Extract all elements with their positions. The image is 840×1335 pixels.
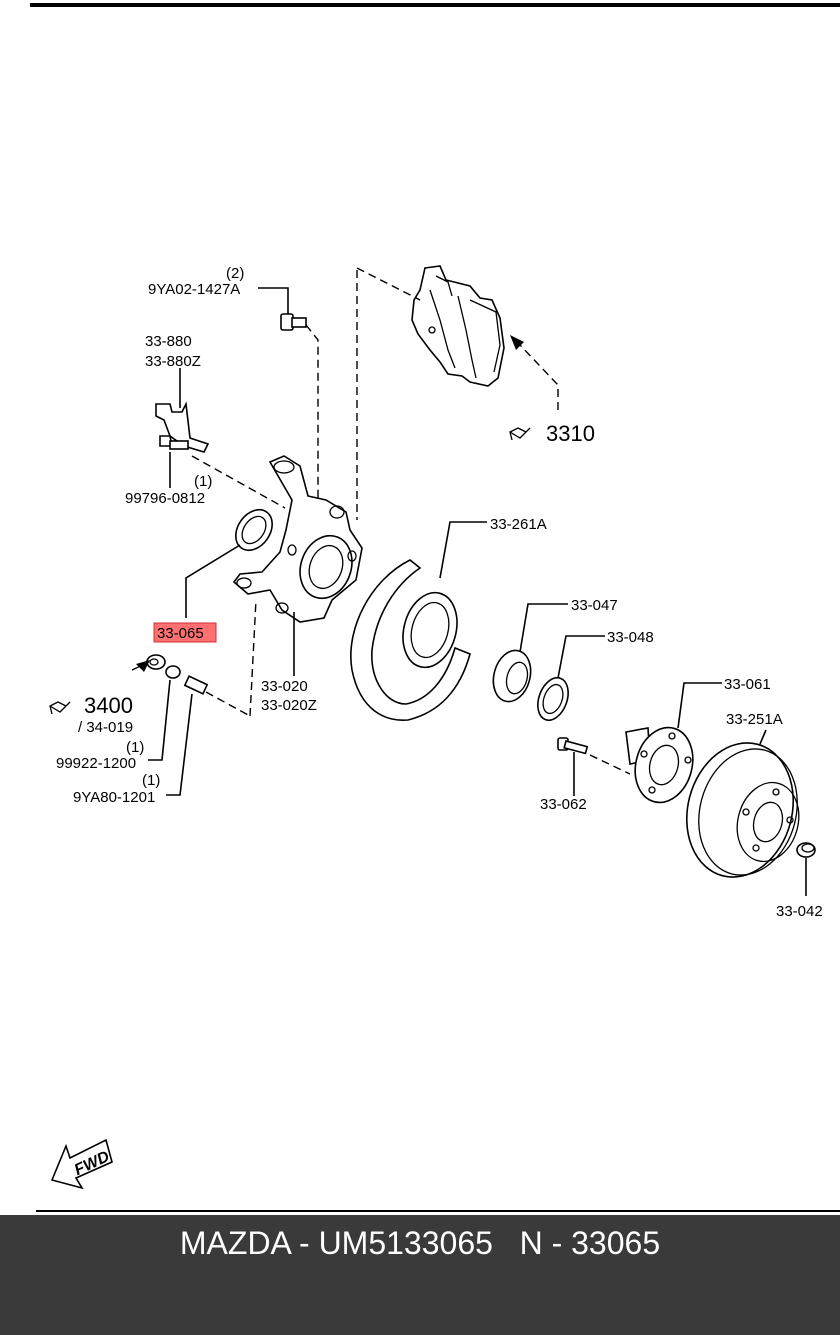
- label-33-251a: 33-251A: [726, 711, 783, 728]
- label-33-047: 33-047: [571, 597, 618, 614]
- bracket-dash-line: [191, 455, 286, 509]
- label-33-261a: 33-261A: [490, 516, 547, 533]
- wheel-bearing: [492, 603, 568, 703]
- label-33-880z: 33-880Z: [145, 353, 201, 370]
- brake-hose-bracket: [155, 368, 210, 488]
- label-3310: 3310: [546, 421, 595, 446]
- label-9ya02: 9YA02-1427A: [148, 281, 240, 298]
- ref-3310: 3310: [509, 421, 595, 446]
- label-9ya80: 9YA80-1201: [73, 789, 155, 806]
- bushing-arrow-icon: [136, 660, 150, 672]
- label-33-042: 33-042: [776, 903, 823, 920]
- label-33-065[interactable]: 33-065: [157, 625, 204, 642]
- parts-diagram: (2) 9YA02-1427A 33-880 33-880Z (1) 99796…: [30, 3, 840, 1212]
- dust-seal-33-065: [185, 508, 273, 618]
- bolt-dash-line: [305, 324, 319, 500]
- wheel-nut: [796, 842, 816, 896]
- stud-9ya80: [166, 675, 209, 796]
- knuckle-dash-line-lower: [249, 599, 257, 717]
- label-99922-qty: (1): [126, 739, 144, 756]
- caliper-arrow-icon: [510, 335, 524, 350]
- hub-bolt-dash-line: [589, 754, 631, 775]
- caption-text: MAZDA - UM5133065 N - 33065: [179, 1225, 661, 1261]
- stud-dash-line: [205, 691, 251, 717]
- nut-99922: [148, 665, 181, 761]
- ref-3400: 3400: [49, 693, 133, 718]
- bearing-seal: [537, 635, 605, 722]
- caliper-dash-line-top: [356, 267, 421, 301]
- wheel-hub: [625, 682, 722, 804]
- pointing-hand-icon: [49, 701, 71, 715]
- label-3400: 3400: [84, 693, 133, 718]
- brake-caliper: [411, 265, 505, 387]
- brake-rotor: [685, 729, 800, 878]
- label-99796-qty: (1): [194, 473, 212, 490]
- caliper-dash-line-right: [519, 344, 559, 410]
- label-99796: 99796-0812: [125, 490, 205, 507]
- dust-shield: [350, 521, 487, 721]
- label-33-020z: 33-020Z: [261, 697, 317, 714]
- steering-knuckle: [232, 455, 363, 676]
- ball-joint-bushing: [146, 654, 166, 670]
- label-33-020: 33-020: [261, 678, 308, 695]
- label-33-061: 33-061: [724, 676, 771, 693]
- hub-bolt-33-062: [557, 737, 589, 796]
- bushing-dash-line: [131, 663, 146, 671]
- fwd-arrow-icon: FWD: [50, 1138, 113, 1190]
- pointing-hand-icon-3310: [509, 427, 531, 441]
- highlight-box: [153, 622, 217, 643]
- label-33-880: 33-880: [145, 333, 192, 350]
- bolt-9ya02: [258, 287, 307, 331]
- label-33-048: 33-048: [607, 629, 654, 646]
- label-9ya80-qty: (1): [142, 772, 160, 789]
- label-9ya02-qty: (2): [226, 265, 244, 282]
- label-34-019: / 34-019: [78, 719, 133, 736]
- caption-bar: MAZDA - UM5133065 N - 33065: [0, 1215, 840, 1335]
- label-99922: 99922-1200: [56, 755, 136, 772]
- label-33-062: 33-062: [540, 796, 587, 813]
